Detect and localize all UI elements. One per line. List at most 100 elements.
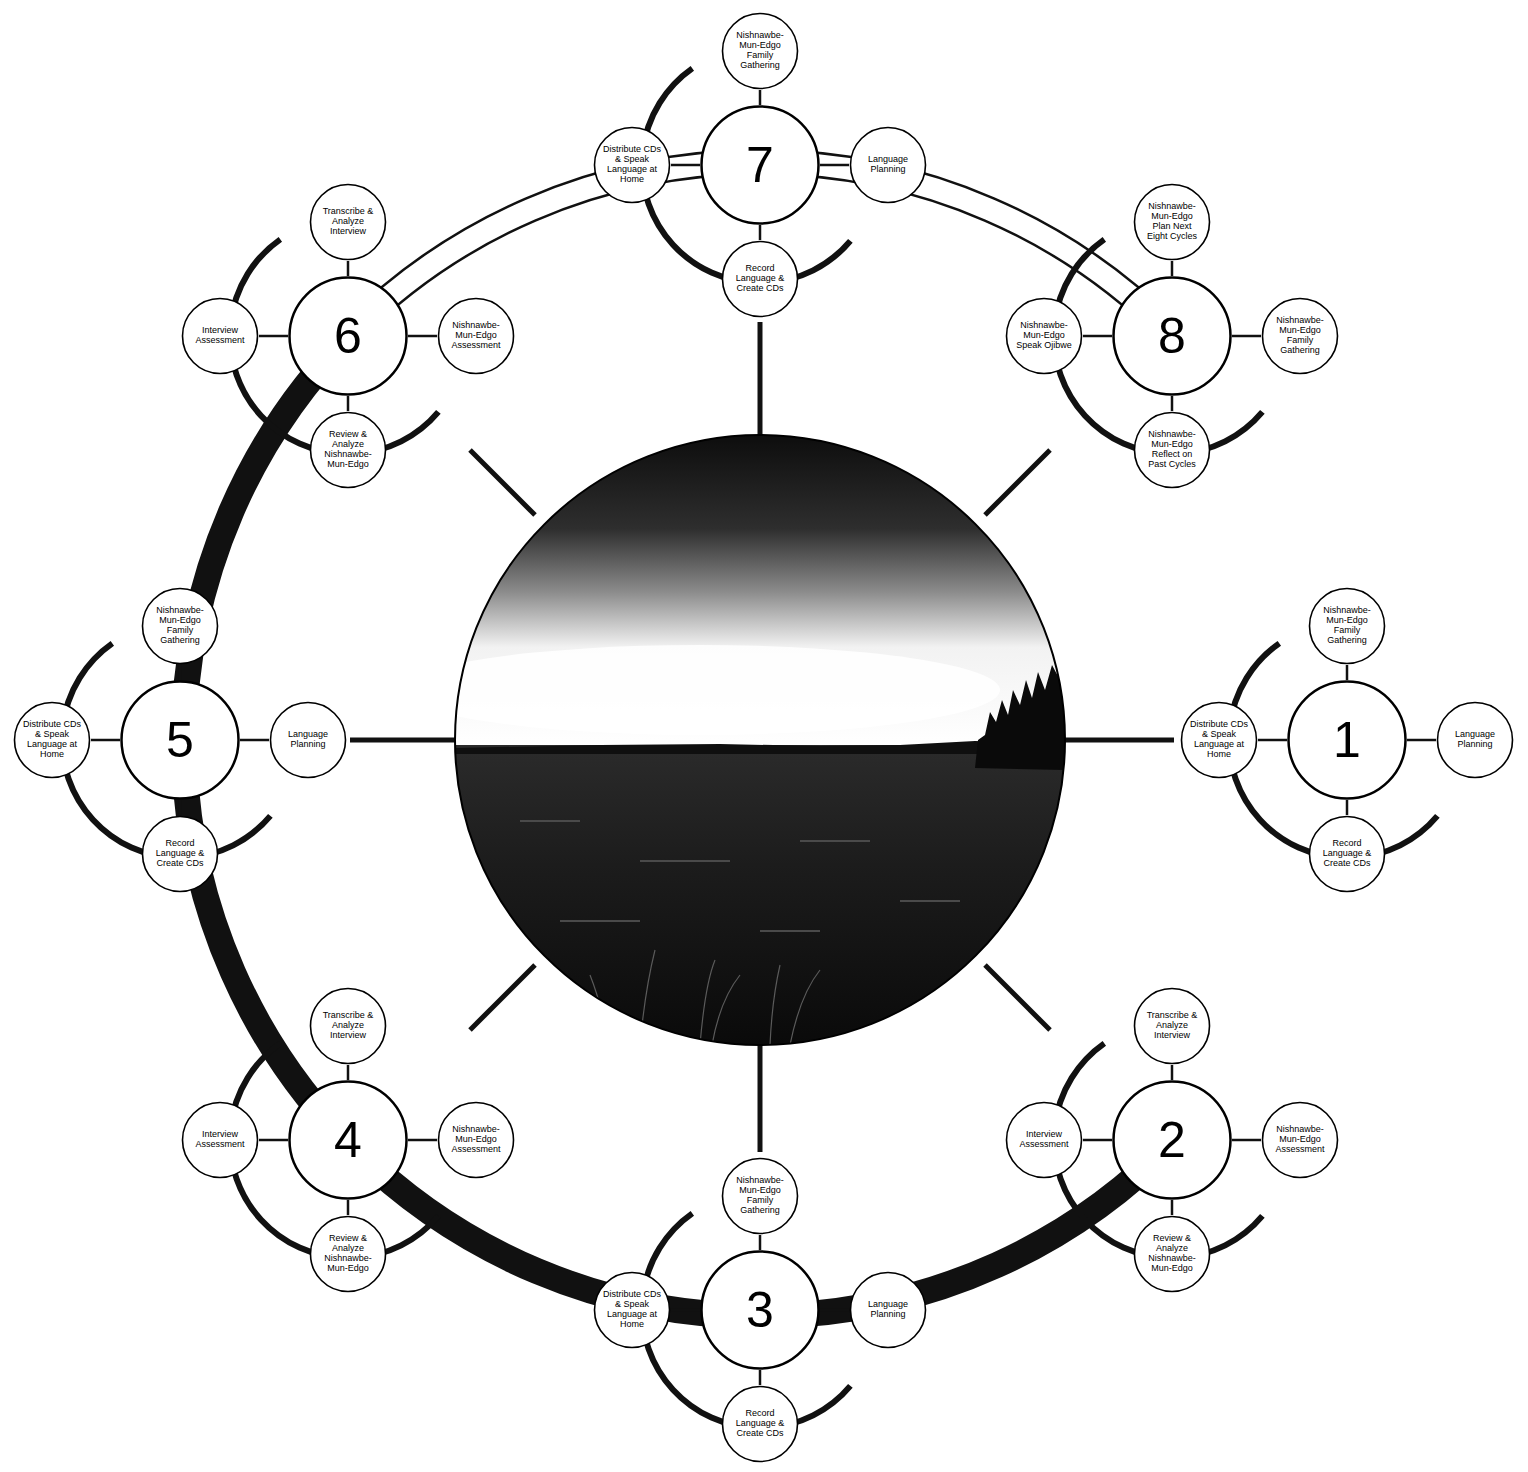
activity-circle: Interview Assessment	[1005, 1101, 1083, 1179]
activity-label: Nishnawbe-Mun-Edgo Reflect on Past Cycle…	[1143, 430, 1201, 470]
activity-circle: Interview Assessment	[181, 297, 259, 375]
connector-line	[1171, 1200, 1174, 1215]
cycle-number: 3	[746, 1285, 774, 1335]
circle-shape	[723, 1387, 798, 1462]
connector-line	[759, 1370, 762, 1385]
thick-band	[184, 333, 1174, 1316]
circle-shape	[1135, 185, 1210, 260]
activity-circle: Nishnawbe-Mun-Edgo Plan Next Eight Cycle…	[1133, 183, 1211, 261]
activity-circle: Nishnawbe-Mun-Edgo Assessment	[437, 1101, 515, 1179]
activity-label: Transcribe & Analyze Interview	[1143, 1011, 1201, 1041]
activity-circle: Distribute CDs & Speak Language at Home	[593, 126, 671, 204]
activity-circle: Record Language & Create CDs	[721, 240, 799, 318]
circle-shape	[1263, 299, 1338, 374]
activity-label: Nishnawbe-Mun-Edgo Family Gathering	[731, 31, 789, 71]
circle-shape	[1135, 989, 1210, 1064]
circle-shape	[1114, 278, 1231, 395]
activity-circle: Nishnawbe-Mun-Edgo Family Gathering	[1308, 587, 1386, 665]
connector-line	[240, 739, 269, 742]
spoke	[758, 1045, 763, 1152]
circle-shape	[271, 703, 346, 778]
connector-line	[1346, 665, 1349, 680]
cycle-number: 5	[166, 715, 194, 765]
activity-label: Nishnawbe-Mun-Edgo Assessment	[1271, 1125, 1329, 1155]
connector-line	[1171, 261, 1174, 276]
circle-shape	[311, 413, 386, 488]
activity-label: Record Language & Create CDs	[1318, 839, 1376, 869]
activity-label: Language Planning	[1446, 730, 1504, 750]
cycle-number: 8	[1158, 311, 1186, 361]
activity-label: Distribute CDs & Speak Language at Home	[1190, 720, 1248, 760]
circle-shape	[439, 299, 514, 374]
activity-circle: Nishnawbe-Mun-Edgo Reflect on Past Cycle…	[1133, 411, 1211, 489]
circle-shape	[290, 278, 407, 395]
connector-line	[408, 335, 437, 338]
activity-circle: Language Planning	[1436, 701, 1514, 779]
activity-circle: Nishnawbe-Mun-Edgo Speak Ojibwe	[1005, 297, 1083, 375]
spoke	[985, 965, 1050, 1030]
spokes	[350, 322, 1174, 1152]
activity-label: Review & Analyze Nishnawbe-Mun-Edgo	[319, 1234, 377, 1274]
circle-shape	[143, 589, 218, 664]
activity-label: Review & Analyze Nishnawbe-Mun-Edgo	[1143, 1234, 1201, 1274]
connector-line	[1346, 800, 1349, 815]
activity-label: Record Language & Create CDs	[731, 264, 789, 294]
circle-shape	[1438, 703, 1513, 778]
activity-circle: Interview Assessment	[181, 1101, 259, 1179]
activity-circle: Record Language & Create CDs	[1308, 815, 1386, 893]
connector-line	[259, 1139, 288, 1142]
activity-circle: Review & Analyze Nishnawbe-Mun-Edgo	[309, 1215, 387, 1293]
activity-label: Record Language & Create CDs	[731, 1409, 789, 1439]
activity-label: Distribute CDs & Speak Language at Home	[603, 145, 661, 185]
connector-line	[259, 335, 288, 338]
activity-circle: Distribute CDs & Speak Language at Home	[13, 701, 91, 779]
activity-label: Distribute CDs & Speak Language at Home	[23, 720, 81, 760]
activity-circle: Distribute CDs & Speak Language at Home	[593, 1271, 671, 1349]
spoke	[1065, 738, 1174, 743]
connector-line	[347, 396, 350, 411]
circle-shape	[143, 817, 218, 892]
circle-shape	[311, 185, 386, 260]
circle-shape	[1007, 1103, 1082, 1178]
circle-shape	[1289, 682, 1406, 799]
circle-shape	[183, 1103, 258, 1178]
activity-label: Language Planning	[859, 155, 917, 175]
connector-line	[347, 261, 350, 276]
circle-shape	[439, 1103, 514, 1178]
spoke	[470, 965, 535, 1030]
circle-shape	[1135, 413, 1210, 488]
activity-circle: Transcribe & Analyze Interview	[309, 183, 387, 261]
circle-shape	[290, 1082, 407, 1199]
cycle-circle: 4	[288, 1080, 408, 1200]
circle-shape	[1114, 1082, 1231, 1199]
circle-shape	[595, 128, 670, 203]
connector-line	[1258, 739, 1287, 742]
circle-shape	[183, 299, 258, 374]
activity-label: Nishnawbe-Mun-Edgo Family Gathering	[151, 606, 209, 646]
activity-circle: Nishnawbe-Mun-Edgo Assessment	[1261, 1101, 1339, 1179]
cycle-number: 2	[1158, 1115, 1186, 1165]
circle-shape	[702, 107, 819, 224]
activity-circle: Transcribe & Analyze Interview	[309, 987, 387, 1065]
cycle-number: 1	[1333, 715, 1361, 765]
spoke	[985, 450, 1050, 515]
connector-line	[820, 1309, 849, 1312]
circle-shape	[723, 1159, 798, 1234]
connector-line	[1407, 739, 1436, 742]
activity-label: Transcribe & Analyze Interview	[319, 207, 377, 237]
circle-shape	[1263, 1103, 1338, 1178]
activity-label: Review & Analyze Nishnawbe-Mun-Edgo	[319, 430, 377, 470]
activity-circle: Review & Analyze Nishnawbe-Mun-Edgo	[309, 411, 387, 489]
circle-shape	[1007, 299, 1082, 374]
circle-shape	[851, 1273, 926, 1348]
circle-shape	[723, 14, 798, 89]
activity-label: Nishnawbe-Mun-Edgo Plan Next Eight Cycle…	[1143, 202, 1201, 242]
cycle-circle: 2	[1112, 1080, 1232, 1200]
connector-line	[1232, 1139, 1261, 1142]
spoke	[470, 450, 535, 515]
connector-line	[759, 1235, 762, 1250]
connector-line	[91, 739, 120, 742]
activity-circle: Nishnawbe-Mun-Edgo Family Gathering	[721, 1157, 799, 1235]
connector-line	[671, 164, 700, 167]
connector-line	[179, 665, 182, 680]
